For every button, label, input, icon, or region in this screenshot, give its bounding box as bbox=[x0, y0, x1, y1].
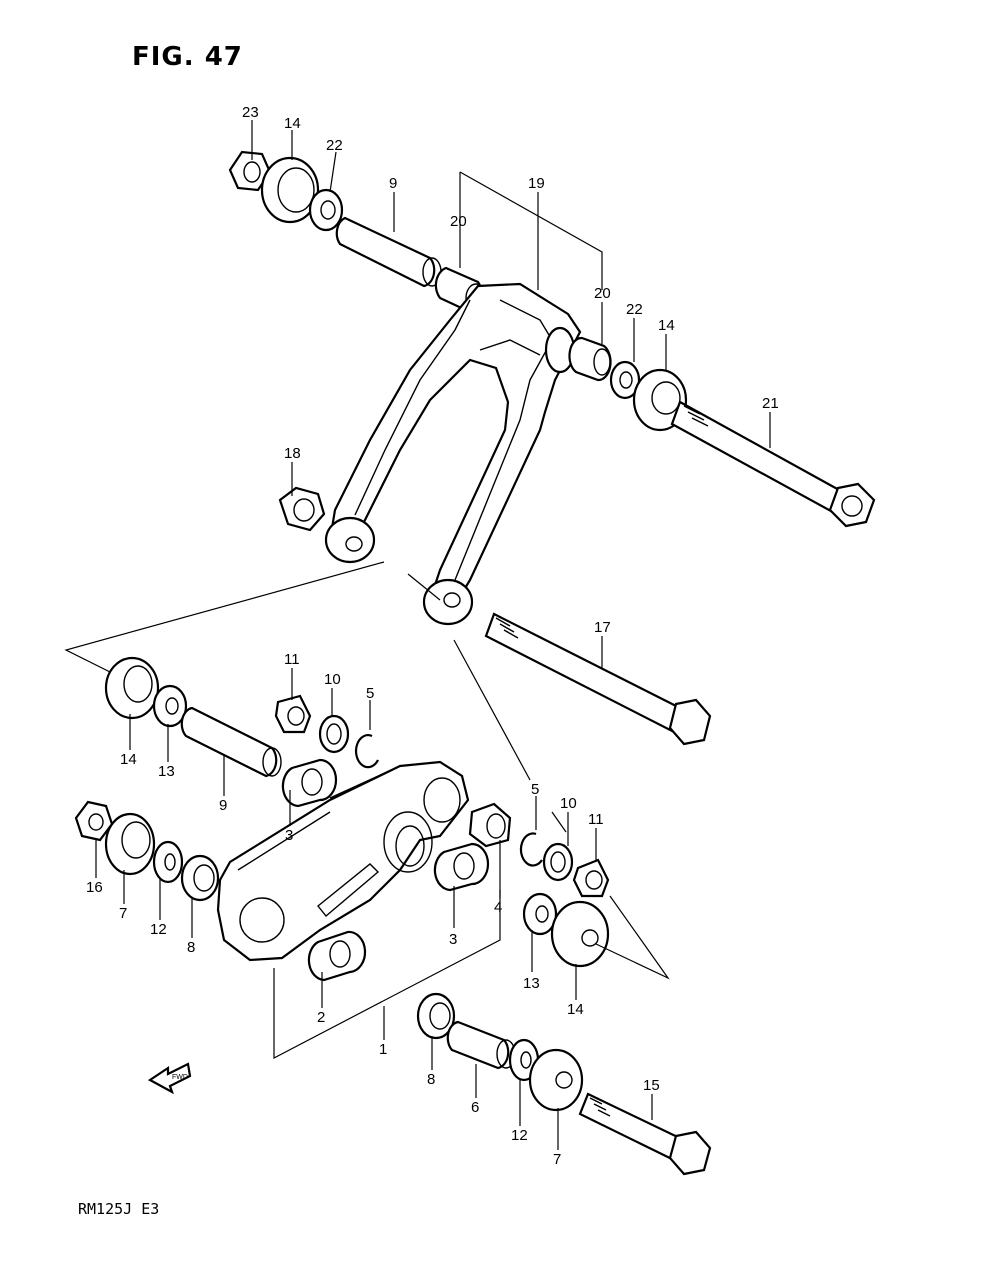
callout-21: 21 bbox=[762, 395, 779, 412]
callout-22: 22 bbox=[326, 137, 343, 154]
callout-14: 14 bbox=[567, 1001, 584, 1018]
part-bolt-17 bbox=[484, 612, 712, 746]
callout-15: 15 bbox=[643, 1077, 660, 1094]
callout-numbers: 23 14 22 9 20 19 20 22 14 21 18 17 11 10… bbox=[86, 104, 779, 1168]
part-dust-seal-7-left bbox=[104, 812, 156, 876]
callout-9: 9 bbox=[219, 797, 227, 814]
part-collar-11-right bbox=[572, 858, 610, 898]
part-spacer-6 bbox=[446, 1020, 516, 1070]
callout-14: 14 bbox=[284, 115, 301, 132]
callout-12: 12 bbox=[150, 921, 167, 938]
model-code: RM125J E3 bbox=[78, 1200, 160, 1218]
part-oil-seal-8-lower bbox=[416, 992, 456, 1040]
callout-10: 10 bbox=[324, 671, 341, 688]
part-oil-seal-10-left bbox=[318, 714, 350, 754]
callout-4: 4 bbox=[494, 899, 502, 916]
callout-leaders bbox=[95, 120, 771, 1150]
part-oil-seal-10-right bbox=[542, 842, 574, 882]
part-washer-22-upper bbox=[308, 188, 344, 232]
callout-10: 10 bbox=[560, 795, 577, 812]
callout-14: 14 bbox=[658, 317, 675, 334]
callout-17: 17 bbox=[594, 619, 611, 636]
part-dust-seal-14-lower-right bbox=[550, 900, 610, 968]
lever-right-eye bbox=[422, 578, 474, 626]
forward-arrow-icon: FWD bbox=[147, 1062, 192, 1095]
part-oil-seal-8-left bbox=[180, 854, 220, 902]
part-washer-13-lower-left bbox=[152, 684, 188, 728]
part-dust-seal-14-upper bbox=[260, 156, 320, 224]
part-needle-bearing-20-right bbox=[544, 326, 612, 382]
lever-left-eye bbox=[324, 516, 376, 564]
callout-13: 13 bbox=[523, 975, 540, 992]
part-bolt-21 bbox=[670, 400, 876, 528]
part-washer-12-left bbox=[152, 840, 184, 884]
callout-8: 8 bbox=[427, 1071, 435, 1088]
callout-14: 14 bbox=[120, 751, 137, 768]
part-dust-seal-14-right bbox=[632, 368, 688, 432]
part-cushion-lever-19 bbox=[328, 282, 582, 612]
callout-13: 13 bbox=[158, 763, 175, 780]
callout-16: 16 bbox=[86, 879, 103, 896]
callout-6: 6 bbox=[471, 1099, 479, 1116]
part-spacer-9-upper bbox=[335, 216, 442, 288]
callout-1: 1 bbox=[379, 1041, 387, 1058]
callout-23: 23 bbox=[242, 104, 259, 121]
part-needle-bearing-3-upper bbox=[281, 758, 338, 808]
part-cushion-rod-1 bbox=[216, 760, 470, 962]
part-circlip-5-right bbox=[519, 832, 543, 867]
callout-9: 9 bbox=[389, 175, 397, 192]
callout-3: 3 bbox=[285, 827, 293, 844]
part-washer-22-right bbox=[609, 360, 641, 400]
figure-title: FIG. 47 bbox=[132, 42, 243, 72]
callout-22: 22 bbox=[626, 301, 643, 318]
callout-11: 11 bbox=[588, 811, 604, 828]
callout-2: 2 bbox=[317, 1009, 325, 1026]
callout-7: 7 bbox=[553, 1151, 561, 1168]
part-needle-bearing-2 bbox=[307, 930, 367, 982]
part-washer-13-right bbox=[522, 892, 558, 936]
part-collar-18 bbox=[278, 486, 326, 532]
callout-19: 19 bbox=[528, 175, 545, 192]
callout-8: 8 bbox=[187, 939, 195, 956]
callout-5: 5 bbox=[366, 685, 374, 702]
fwd-label: FWD bbox=[172, 1074, 188, 1081]
callout-20: 20 bbox=[450, 213, 467, 230]
callout-18: 18 bbox=[284, 445, 301, 462]
part-needle-bearing-3-lower bbox=[433, 842, 490, 892]
callout-5: 5 bbox=[531, 781, 539, 798]
part-dust-seal-7-lower bbox=[528, 1048, 584, 1112]
part-spacer-9-lower bbox=[180, 706, 282, 778]
part-bolt-15 bbox=[578, 1092, 712, 1176]
callout-20: 20 bbox=[594, 285, 611, 302]
callout-7: 7 bbox=[119, 905, 127, 922]
part-circlip-5-left bbox=[354, 734, 379, 769]
assembly-guide-lines bbox=[64, 171, 670, 1059]
part-dust-seal-14-lower-left bbox=[104, 656, 160, 720]
callout-11: 11 bbox=[284, 651, 300, 668]
callout-3: 3 bbox=[449, 931, 457, 948]
part-collar-11-left bbox=[274, 694, 312, 734]
part-bush-4 bbox=[468, 802, 512, 848]
callout-12: 12 bbox=[511, 1127, 528, 1144]
